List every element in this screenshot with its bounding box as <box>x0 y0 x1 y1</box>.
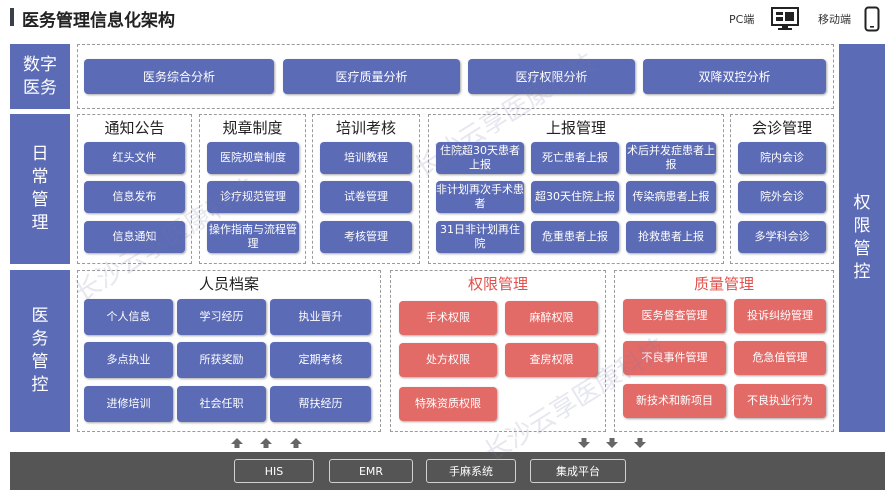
systems-bar: HIS EMR 手麻系统 集成平台 <box>10 452 885 490</box>
personnel-item-8[interactable]: 社会任职 <box>177 386 266 422</box>
personnel-item-6[interactable]: 定期考核 <box>270 342 371 378</box>
permission-item-ward-round[interactable]: 查房权限 <box>505 343 598 377</box>
report-item-1[interactable]: 住院超30天患者上报 <box>436 142 524 174</box>
permission-control-label: 权限管控 <box>853 193 871 282</box>
notice-item-1[interactable]: 红头文件 <box>84 142 185 174</box>
arrow-up-icon <box>231 438 243 448</box>
report-item-5[interactable]: 超30天住院上报 <box>531 181 619 213</box>
page-title: 医务管理信息化架构 <box>22 11 175 31</box>
consultation-item-2[interactable]: 院外会诊 <box>738 181 826 213</box>
training-item-3[interactable]: 考核管理 <box>320 221 412 253</box>
notice-heading: 通知公告 <box>104 119 165 137</box>
training-item-2[interactable]: 试卷管理 <box>320 181 412 213</box>
training-item-1[interactable]: 培训教程 <box>320 142 412 174</box>
system-emr[interactable]: EMR <box>329 459 413 483</box>
label-control-text: 医务管控 <box>31 306 49 395</box>
permission-heading: 权限管理 <box>467 275 528 293</box>
personnel-heading: 人员档案 <box>198 275 259 293</box>
quality-item-5[interactable]: 新技术和新项目 <box>623 384 726 418</box>
personnel-item-3[interactable]: 执业晋升 <box>270 299 371 335</box>
analysis-button-dual-control[interactable]: 双降双控分析 <box>643 59 826 94</box>
title-bar: 医务管理信息化架构 PC端 移动端 <box>0 0 891 36</box>
system-integration-platform[interactable]: 集成平台 <box>530 459 626 483</box>
report-item-6[interactable]: 传染病患者上报 <box>626 181 716 213</box>
quality-item-6[interactable]: 不良执业行为 <box>734 384 826 418</box>
regulation-item-3[interactable]: 操作指南与流程管理 <box>207 221 299 253</box>
regulation-heading: 规章制度 <box>222 119 283 137</box>
consultation-item-1[interactable]: 院内会诊 <box>738 142 826 174</box>
report-item-3[interactable]: 术后并发症患者上报 <box>626 142 716 174</box>
analysis-button-quality[interactable]: 医疗质量分析 <box>283 59 460 94</box>
label-digital-medical: 数字医务 <box>10 44 70 109</box>
system-his[interactable]: HIS <box>234 459 314 483</box>
report-heading: 上报管理 <box>545 119 606 137</box>
report-item-2[interactable]: 死亡患者上报 <box>531 142 619 174</box>
personnel-item-7[interactable]: 进修培训 <box>84 386 173 422</box>
personnel-item-4[interactable]: 多点执业 <box>84 342 173 378</box>
regulation-item-1[interactable]: 医院规章制度 <box>207 142 299 174</box>
label-daily-management: 日常管理 <box>10 114 70 264</box>
label-digital-text: 数字医务 <box>23 54 57 98</box>
permission-item-special[interactable]: 特殊资质权限 <box>399 387 497 421</box>
personnel-item-1[interactable]: 个人信息 <box>84 299 173 335</box>
consultation-heading: 会诊管理 <box>751 119 812 137</box>
mobile-label: 移动端 <box>818 13 851 26</box>
permission-item-prescription[interactable]: 处方权限 <box>399 343 497 377</box>
analysis-button-general[interactable]: 医务综合分析 <box>84 59 274 94</box>
permission-control-panel: 权限管控 <box>839 44 885 432</box>
notice-item-3[interactable]: 信息通知 <box>84 221 185 253</box>
consultation-item-3[interactable]: 多学科会诊 <box>738 221 826 253</box>
label-medical-control: 医务管控 <box>10 270 70 432</box>
quality-item-3[interactable]: 不良事件管理 <box>623 341 726 375</box>
personnel-item-5[interactable]: 所获奖励 <box>177 342 266 378</box>
personnel-item-9[interactable]: 帮扶经历 <box>270 386 371 422</box>
arrow-down-icon <box>578 438 590 448</box>
report-item-9[interactable]: 抢救患者上报 <box>626 221 716 253</box>
permission-item-surgery[interactable]: 手术权限 <box>399 301 497 335</box>
permission-item-anesthesia[interactable]: 麻醉权限 <box>505 301 598 335</box>
quality-heading: 质量管理 <box>693 275 754 293</box>
notice-item-2[interactable]: 信息发布 <box>84 181 185 213</box>
analysis-button-permission[interactable]: 医疗权限分析 <box>468 59 635 94</box>
quality-item-4[interactable]: 危急值管理 <box>734 341 826 375</box>
personnel-item-2[interactable]: 学习经历 <box>177 299 266 335</box>
desktop-icon <box>771 7 799 30</box>
arrow-down-icon <box>606 438 618 448</box>
pc-label: PC端 <box>729 13 755 26</box>
label-daily-text: 日常管理 <box>31 144 49 233</box>
training-heading: 培训考核 <box>335 119 396 137</box>
system-anesthesia[interactable]: 手麻系统 <box>426 459 516 483</box>
regulation-item-2[interactable]: 诊疗规范管理 <box>207 181 299 213</box>
mobile-icon <box>864 6 880 32</box>
title-marker <box>10 8 14 26</box>
report-item-7[interactable]: 31日非计划再住院 <box>436 221 524 253</box>
arrow-up-icon <box>290 438 302 448</box>
arrow-down-icon <box>634 438 646 448</box>
arrow-up-icon <box>260 438 272 448</box>
quality-item-2[interactable]: 投诉纠纷管理 <box>734 299 826 333</box>
quality-item-1[interactable]: 医务督查管理 <box>623 299 726 333</box>
report-item-8[interactable]: 危重患者上报 <box>531 221 619 253</box>
report-item-4[interactable]: 非计划再次手术患者 <box>436 181 524 213</box>
